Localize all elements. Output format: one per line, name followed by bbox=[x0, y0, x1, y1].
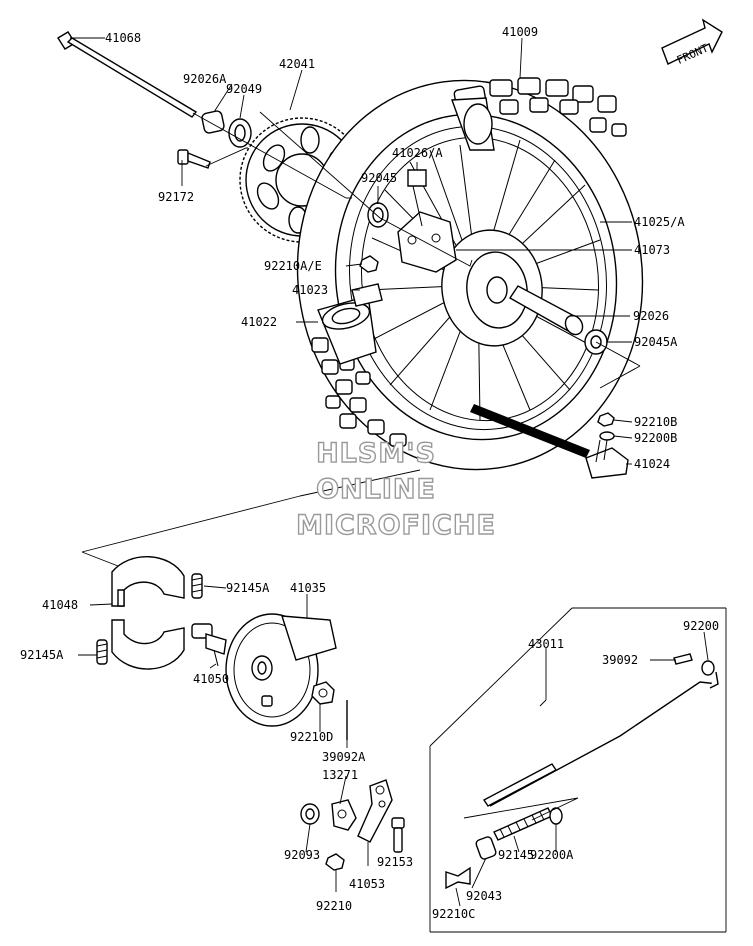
label-92145a-left: 92145A bbox=[20, 648, 64, 662]
label-92093: 92093 bbox=[284, 848, 320, 862]
chain-adjuster-part bbox=[585, 439, 629, 479]
label-13271: 13271 bbox=[322, 768, 358, 782]
label-92145a-top: 92145A bbox=[226, 581, 270, 595]
leader-lines bbox=[70, 37, 709, 907]
spoke-nipple-part bbox=[407, 169, 427, 227]
nut-part-2 bbox=[325, 853, 345, 871]
washer-b-part bbox=[599, 431, 615, 441]
label-92049: 92049 bbox=[226, 82, 262, 96]
spring-lower-part bbox=[96, 639, 108, 665]
label-92045: 92045 bbox=[361, 171, 397, 185]
label-41035: 41035 bbox=[290, 581, 326, 595]
bolt-b-part bbox=[391, 817, 405, 853]
label-41068: 41068 bbox=[105, 31, 141, 45]
nut-b-part bbox=[597, 412, 615, 427]
label-41022: 41022 bbox=[241, 315, 277, 329]
indicator-plate-part bbox=[331, 799, 357, 831]
brake-shoe-lower-part bbox=[111, 619, 185, 670]
label-92210: 92210 bbox=[316, 899, 352, 913]
label-92045a: 92045A bbox=[634, 335, 678, 349]
nut-part bbox=[359, 255, 379, 273]
assembly-guides bbox=[81, 111, 727, 933]
watermark-line1: HLSM'S bbox=[316, 438, 436, 469]
label-92210ae: 92210A/E bbox=[264, 259, 322, 273]
wing-nut-part bbox=[445, 866, 471, 890]
label-43011: 43011 bbox=[528, 637, 564, 651]
front-arrow-icon: FRONT bbox=[661, 18, 723, 67]
label-92026a: 92026A bbox=[183, 72, 227, 86]
label-41024: 41024 bbox=[634, 457, 670, 471]
label-92200b: 92200B bbox=[634, 431, 677, 445]
hub-bracket-part bbox=[397, 211, 457, 273]
brake-cam-part bbox=[191, 623, 227, 667]
label-92210d: 92210D bbox=[290, 730, 333, 744]
label-41026a: 41026/A bbox=[392, 146, 443, 160]
label-41073: 41073 bbox=[634, 243, 670, 257]
brake-rod-part bbox=[482, 671, 719, 807]
label-92210c: 92210C bbox=[432, 907, 475, 921]
bearing-part bbox=[367, 202, 389, 228]
brake-panel-part bbox=[225, 613, 337, 727]
label-41025a: 41025/A bbox=[634, 215, 685, 229]
label-42041: 42041 bbox=[279, 57, 315, 71]
part-labels: 41068 92026A 92049 42041 41009 92172 410… bbox=[20, 25, 719, 921]
label-41050: 41050 bbox=[193, 672, 229, 686]
label-92172: 92172 bbox=[158, 190, 194, 204]
brake-lever-part bbox=[357, 779, 393, 843]
watermark: HLSM'S ONLINE MICROFICHE bbox=[295, 437, 496, 541]
cotter-pin-part bbox=[673, 653, 693, 665]
rim-band-part bbox=[351, 283, 383, 307]
label-92200a: 92200A bbox=[530, 848, 574, 862]
watermark-line2: ONLINE bbox=[316, 474, 436, 505]
label-41048: 41048 bbox=[42, 598, 78, 612]
nut-d-part bbox=[311, 681, 335, 705]
label-41053: 41053 bbox=[349, 877, 385, 891]
spring-rod-part bbox=[493, 807, 553, 841]
washer-part bbox=[300, 803, 320, 825]
bolt-part bbox=[177, 149, 211, 169]
washer-rod-part bbox=[701, 660, 715, 676]
pin-part bbox=[475, 836, 497, 860]
label-92145: 92145 bbox=[498, 848, 534, 862]
watermark-line3: MICROFICHE bbox=[296, 510, 496, 541]
label-92153: 92153 bbox=[377, 855, 413, 869]
label-92200: 92200 bbox=[683, 619, 719, 633]
spring-upper-part bbox=[191, 573, 203, 599]
label-92043: 92043 bbox=[466, 889, 502, 903]
label-41009: 41009 bbox=[502, 25, 538, 39]
oil-seal-part bbox=[228, 118, 252, 148]
label-92210b: 92210B bbox=[634, 415, 677, 429]
rear-wheel-assembly bbox=[296, 77, 644, 471]
collar-part bbox=[201, 110, 225, 134]
axle-part bbox=[57, 31, 198, 118]
label-92026: 92026 bbox=[633, 309, 669, 323]
label-39092: 39092 bbox=[602, 653, 638, 667]
label-41023: 41023 bbox=[292, 283, 328, 297]
label-39092a: 39092A bbox=[322, 750, 366, 764]
brake-shoe-upper-part bbox=[111, 556, 185, 607]
